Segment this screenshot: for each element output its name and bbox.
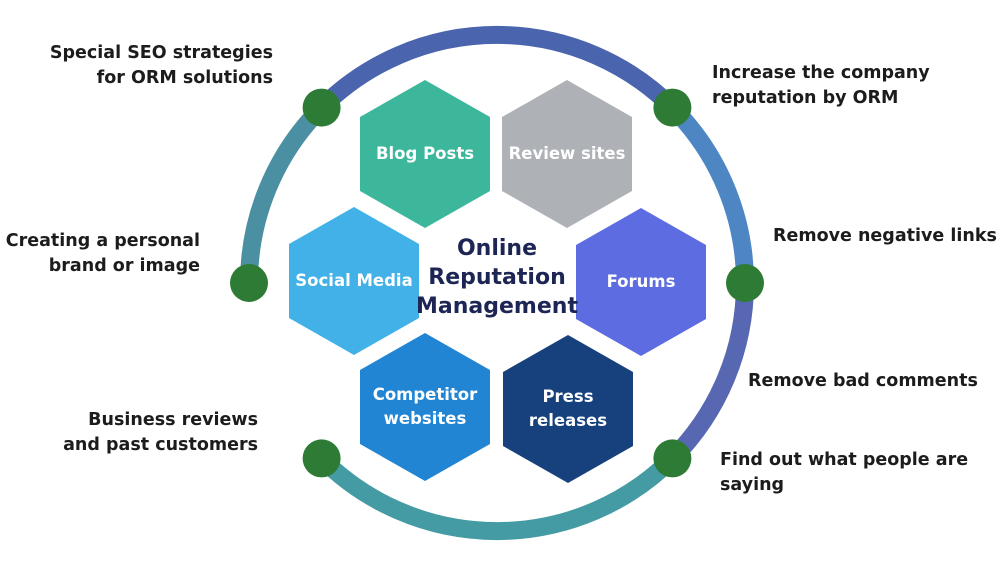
node-dot-top-right: [653, 88, 692, 127]
node-dot-bottom-right: [653, 439, 692, 478]
node-dot-right: [726, 264, 764, 302]
hexagon-competitor-websites: [360, 333, 490, 481]
callout-increase-company: Increase the company reputation by ORM: [712, 63, 930, 108]
callout-find-out: Find out what people are saying: [720, 450, 969, 495]
callout-creating-personal: Creating a personal brand or image: [5, 231, 200, 276]
upper-left-arc: [240, 101, 328, 284]
node-dot-left: [230, 264, 268, 302]
callout-remove-bad: Remove bad comments: [748, 371, 978, 391]
node-dot-top-left: [302, 88, 341, 127]
hexagon-blog-posts: [360, 80, 490, 228]
top-arc: [315, 25, 679, 114]
hexagon-social-media: [289, 207, 419, 355]
bottom-arc: [315, 452, 679, 541]
callout-business-reviews: Business reviews and past customers: [63, 410, 258, 455]
lower-right-arc: [666, 282, 754, 465]
callout-remove-negative: Remove negative links: [773, 226, 997, 246]
center-title: Online Reputation Management: [416, 236, 578, 319]
hexagon-review-sites: [502, 80, 632, 228]
upper-right-arc: [666, 101, 754, 284]
hexagon-press-releases: [503, 335, 633, 483]
hexagon-forums: [576, 208, 706, 356]
callout-special-seo: Special SEO strategies for ORM solutions: [49, 43, 273, 88]
node-dot-bottom-left: [302, 439, 341, 478]
